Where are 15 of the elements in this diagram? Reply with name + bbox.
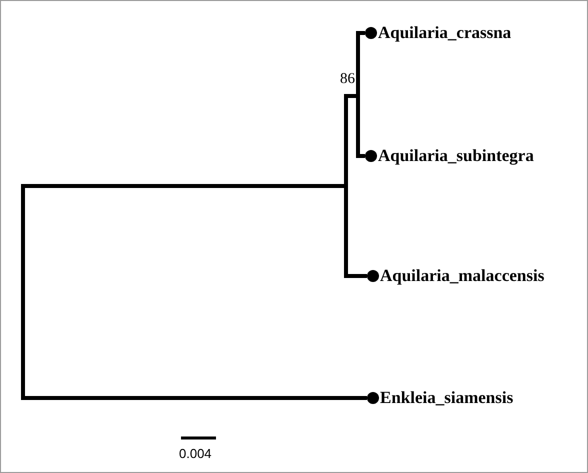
taxon-name: Aquilaria_malaccensis — [380, 266, 544, 286]
tree-branch-line — [25, 184, 344, 188]
tree-branch-line — [360, 154, 365, 158]
tree-branch-line — [25, 396, 367, 400]
tree-branch-line — [348, 94, 356, 98]
tree-branch — [344, 94, 348, 278]
taxon-name: Aquilaria_crassna — [378, 23, 512, 43]
taxon-name: Enkleia_siamensis — [380, 388, 514, 408]
tree-branch — [356, 31, 360, 158]
scale-label: 0.004 — [179, 446, 212, 461]
taxon-name: Aquilaria_subintegra — [378, 146, 534, 166]
tree-branch-line — [360, 31, 365, 35]
bootstrap-value: 86 — [340, 71, 355, 88]
tree-branch — [21, 184, 25, 400]
tree-branch-line — [348, 274, 367, 278]
